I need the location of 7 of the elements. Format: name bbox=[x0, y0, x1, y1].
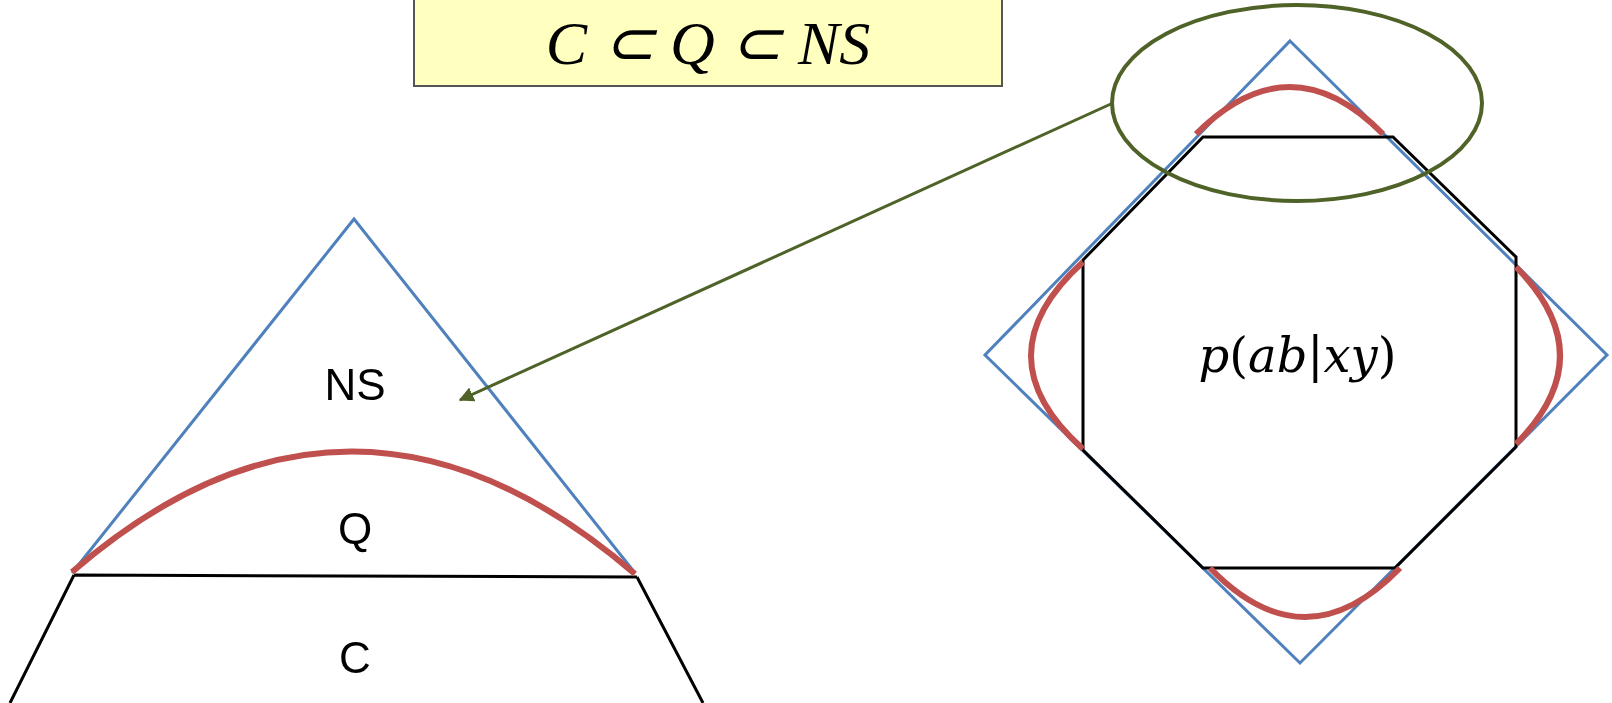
region-label: Q bbox=[337, 504, 373, 554]
formula-box: C ⊂ Q ⊂ NS bbox=[413, 0, 1003, 87]
highlight-ellipse bbox=[1110, 3, 1484, 203]
region-label: C bbox=[339, 633, 371, 683]
probability-label: p(ab|xy) bbox=[1198, 327, 1397, 383]
arrow bbox=[458, 101, 1114, 402]
region-label: NS bbox=[324, 360, 386, 410]
